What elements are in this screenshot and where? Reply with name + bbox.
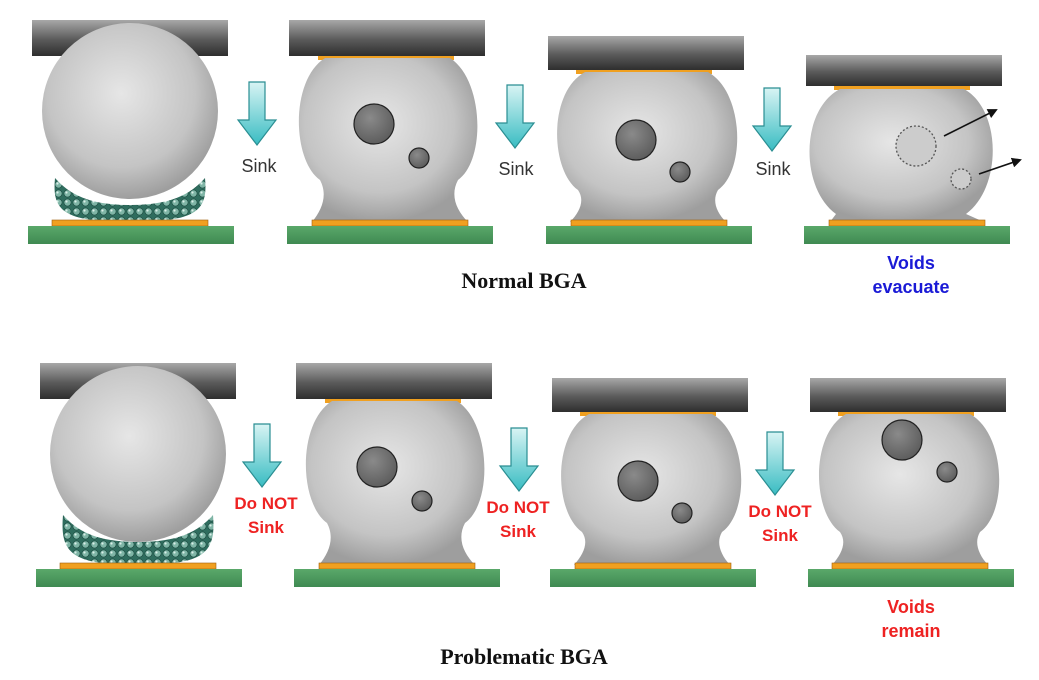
- problem-end-note-line2: remain: [881, 621, 940, 641]
- bottom-pad: [59, 562, 217, 570]
- no-sink-arrow-2: Do NOT Sink: [486, 427, 550, 541]
- substrate: [294, 569, 500, 587]
- bottom-pad: [51, 219, 209, 227]
- down-arrow-icon: [751, 87, 793, 152]
- arrow-label-line2: Sink: [500, 522, 536, 541]
- down-arrow-icon: [754, 431, 796, 496]
- component-plate: [552, 378, 748, 412]
- substrate: [36, 569, 242, 587]
- substrate: [287, 226, 493, 244]
- substrate: [804, 226, 1010, 244]
- problem-stage-3: [550, 378, 756, 587]
- component-plate: [810, 378, 1006, 412]
- bottom-pad: [574, 562, 732, 570]
- solder-ball: [50, 366, 226, 542]
- bottom-pad: [831, 562, 989, 570]
- solder-paste: [62, 515, 214, 565]
- substrate: [550, 569, 756, 587]
- normal-end-note-line1: Voids: [887, 253, 935, 273]
- sink-arrow-2: Sink: [494, 84, 536, 179]
- escape-arrow-icon: [943, 109, 998, 137]
- solder-ball: [818, 414, 1000, 565]
- evacuated-void-large: [895, 125, 937, 167]
- component-plate: [548, 36, 744, 70]
- top-pad: [834, 86, 970, 90]
- void-small: [669, 161, 691, 183]
- void-large: [353, 103, 395, 145]
- arrow-label-line1: Do NOT: [234, 494, 298, 513]
- normal-row: Sink Sink Si: [28, 20, 1022, 297]
- bottom-pad: [570, 219, 728, 227]
- normal-title: Normal BGA: [461, 268, 586, 293]
- trapped-void-large: [881, 419, 923, 461]
- sink-arrow-1: Sink: [236, 81, 278, 176]
- bottom-pad: [318, 562, 476, 570]
- bottom-pad: [828, 219, 986, 227]
- arrow-label-line2: Sink: [762, 526, 798, 545]
- escape-arrow-icon: [978, 157, 1022, 175]
- void-large: [617, 460, 659, 502]
- arrow-label: Sink: [498, 159, 534, 179]
- evacuated-void-small: [950, 168, 972, 190]
- arrow-label-line1: Do NOT: [748, 502, 812, 521]
- solder-paste: [54, 178, 206, 222]
- void-small: [411, 490, 433, 512]
- solder-ball: [305, 401, 485, 565]
- sink-arrow-3: Sink: [751, 87, 793, 179]
- normal-stage-4: Voids evacuate: [804, 55, 1022, 297]
- component-plate: [289, 20, 485, 56]
- down-arrow-icon: [498, 427, 540, 492]
- no-sink-arrow-1: Do NOT Sink: [234, 423, 298, 537]
- trapped-void-small: [936, 461, 958, 483]
- normal-stage-2: [287, 20, 493, 244]
- arrow-label-line2: Sink: [248, 518, 284, 537]
- arrow-label: Sink: [755, 159, 791, 179]
- component-plate: [806, 55, 1002, 86]
- normal-end-note-line2: evacuate: [872, 277, 949, 297]
- down-arrow-icon: [494, 84, 536, 149]
- no-sink-arrow-3: Do NOT Sink: [748, 431, 812, 545]
- void-large: [356, 446, 398, 488]
- problem-stage-4: Voids remain: [808, 378, 1014, 641]
- solder-ball: [298, 58, 478, 222]
- problem-stage-1: [36, 363, 242, 587]
- arrow-label: Sink: [241, 156, 277, 176]
- bottom-pad: [311, 219, 469, 227]
- substrate: [28, 226, 234, 244]
- problematic-title: Problematic BGA: [440, 644, 608, 669]
- problem-end-note-line1: Voids: [887, 597, 935, 617]
- problem-stage-2: [294, 363, 500, 587]
- void-small: [671, 502, 693, 524]
- down-arrow-icon: [236, 81, 278, 146]
- normal-stage-3: [546, 36, 752, 244]
- normal-stage-1: [28, 20, 234, 244]
- component-plate: [296, 363, 492, 399]
- problematic-row: Do NOT Sink Do NOT Sink: [36, 363, 1014, 669]
- arrow-label-line1: Do NOT: [486, 498, 550, 517]
- down-arrow-icon: [241, 423, 283, 488]
- void-small: [408, 147, 430, 169]
- substrate: [546, 226, 752, 244]
- void-large: [615, 119, 657, 161]
- solder-ball: [42, 23, 218, 199]
- substrate: [808, 569, 1014, 587]
